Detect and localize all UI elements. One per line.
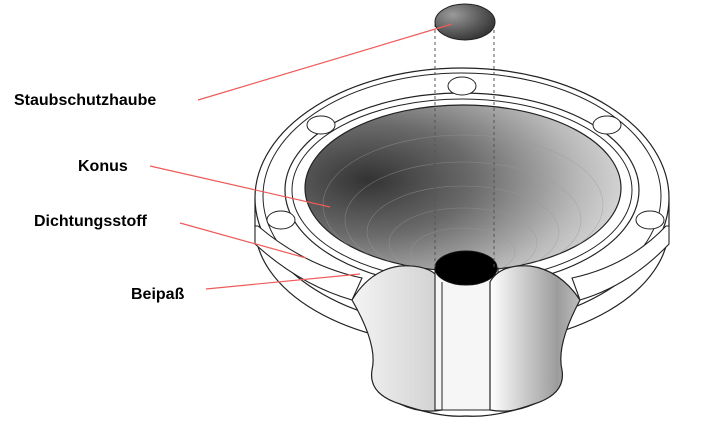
throat-opening	[434, 250, 498, 286]
leader-lines	[149, 23, 453, 290]
label-cone: Konus	[78, 158, 128, 175]
mounting-holes	[266, 76, 665, 230]
mounting-hole	[306, 115, 336, 135]
mounting-hole	[592, 115, 622, 135]
label-bypass: Beipaß	[131, 286, 185, 303]
mounting-hole	[266, 210, 296, 230]
dust-cap-guide-lines	[434, 24, 495, 268]
leader-line-bypass	[205, 273, 361, 290]
cutaway-body	[254, 225, 670, 417]
dust-cap	[434, 3, 496, 41]
mounting-hole	[447, 76, 477, 96]
leader-line-cone	[149, 165, 331, 208]
label-sealing: Dichtungsstoff	[34, 213, 148, 230]
label-dust-cap: Staubschutzhaube	[14, 92, 156, 109]
leader-line-dust-cap	[197, 23, 453, 101]
mounting-hole	[635, 210, 665, 230]
leader-line-sealing	[179, 222, 307, 259]
